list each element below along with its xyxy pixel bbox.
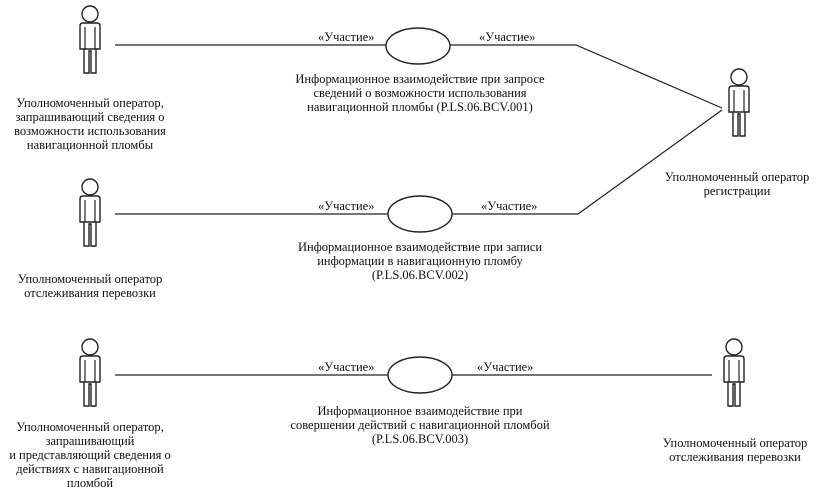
actor-label-op-tracking-left: Уполномоченный оператор отслеживания пер… xyxy=(17,272,163,300)
actor-label-op-request: Уполномоченный оператор, запрашивающий с… xyxy=(14,96,166,152)
use-case-label-3: Информационное взаимодействие при соверш… xyxy=(290,404,550,446)
actor-figure-op-request xyxy=(79,5,101,74)
stereotype-label-1a: «Участие» xyxy=(318,30,375,44)
actor-figure-op-actions xyxy=(79,338,101,407)
stereotype-label-2b: «Участие» xyxy=(481,199,538,213)
association-line-2b xyxy=(452,109,723,215)
use-case-ellipse-1 xyxy=(385,27,451,65)
actor-label-op-actions: Уполномоченный оператор, запрашивающий и… xyxy=(9,420,171,490)
actor-label-op-registration: Уполномоченный оператор регистрации xyxy=(664,170,810,198)
use-case-ellipse-3 xyxy=(387,356,453,394)
stereotype-label-2a: «Участие» xyxy=(318,199,375,213)
use-case-label-1: Информационное взаимодействие при запрос… xyxy=(295,72,545,114)
stereotype-label-3b: «Участие» xyxy=(477,360,534,374)
use-case-label-2: Информационное взаимодействие при записи… xyxy=(297,240,543,282)
actor-label-op-tracking-right: Уполномоченный оператор отслеживания пер… xyxy=(662,436,808,464)
actor-figure-op-tracking-right xyxy=(723,338,745,407)
association-line-1b xyxy=(450,44,723,109)
actor-figure-op-registration xyxy=(728,68,750,137)
stereotype-label-3a: «Участие» xyxy=(318,360,375,374)
stereotype-label-1b: «Участие» xyxy=(479,30,536,44)
actor-figure-op-tracking-left xyxy=(79,178,101,247)
use-case-ellipse-2 xyxy=(387,195,453,233)
